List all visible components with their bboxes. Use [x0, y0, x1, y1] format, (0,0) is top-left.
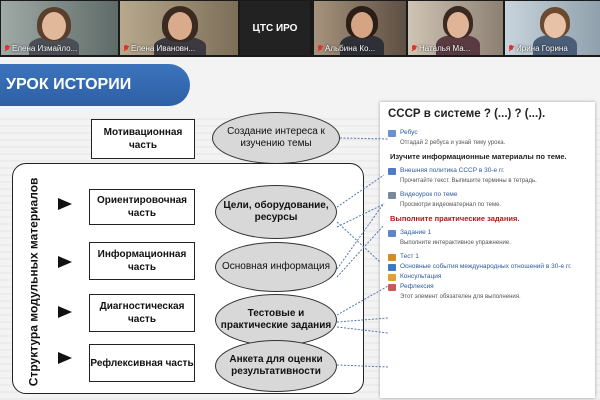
diagnostic-oval: Тестовые и практические задания	[215, 294, 337, 346]
participant-name: Елена Измайло...	[12, 44, 78, 53]
information-oval: Основная информация	[215, 242, 337, 292]
course-item-text: Этот элемент обязателен для выполнения.	[400, 294, 521, 300]
course-activity-link[interactable]: Внешняя политика СССР в 30-е гг.	[388, 166, 587, 176]
course-item-text: Просмотри видеоматериал по теме.	[400, 202, 502, 208]
test-icon	[388, 254, 396, 261]
information-part-box: Информационная часть	[89, 242, 195, 280]
arrow-right-icon	[58, 306, 72, 318]
course-item-text: Видеоурок по теме	[400, 191, 458, 198]
course-activity-link[interactable]: Задание 1	[388, 228, 587, 238]
course-item-text: Выполните практические задания.	[390, 214, 520, 223]
shared-slide: УРОК ИСТОРИИ Мотивационная часть Создани…	[0, 57, 600, 400]
events-icon	[388, 264, 396, 271]
motivation-part-box: Мотивационная часть	[91, 119, 195, 159]
activity-description: Этот элемент обязателен для выполнения.	[388, 292, 587, 302]
task-icon	[388, 230, 396, 237]
participant-tile[interactable]: Альбина Ко...	[314, 1, 406, 55]
vertical-structure-label: Структура модульных материалов	[26, 177, 41, 387]
diagnostic-part-box: Диагностическая часть	[89, 294, 195, 332]
participant-video	[505, 1, 600, 55]
participant-video	[1, 1, 118, 55]
course-item-text: Выполните интерактивное упражнение.	[400, 240, 511, 246]
course-activity-link[interactable]: Ребус	[388, 128, 587, 138]
muted-mic-icon	[508, 45, 514, 52]
course-activity-link[interactable]: Консультация	[388, 272, 587, 282]
consult-icon	[388, 274, 396, 281]
reflexive-oval: Анкета для оценки результативности	[215, 340, 337, 392]
course-activity-link[interactable]: Основные события международных отношений…	[388, 262, 587, 272]
course-item-text: Тест 1	[400, 253, 419, 260]
participant-tile[interactable]: Ирина Горина	[505, 1, 600, 55]
course-item-text: Рефлексия	[400, 283, 434, 290]
host-tile[interactable]: ЦТС ИРО	[240, 1, 310, 55]
course-activity-link[interactable]: Видеоурок по теме	[388, 190, 587, 200]
participant-tile[interactable]: Елена Измайло...	[1, 1, 118, 55]
course-item-text: Внешняя политика СССР в 30-е гг.	[400, 167, 505, 174]
course-item-text: Прочитайте текст. Выпишите термины в тет…	[400, 178, 537, 184]
participant-tile[interactable]: Елена Ивановн...	[120, 1, 238, 55]
motivation-oval: Создание интереса к изучению темы	[212, 112, 340, 164]
course-item-text: Изучите информационные материалы по теме…	[390, 152, 567, 161]
activity-description: Прочитайте текст. Выпишите термины в тет…	[388, 176, 587, 186]
participant-video	[408, 1, 503, 55]
arrow-right-icon	[58, 198, 72, 210]
arrow-right-icon	[58, 256, 72, 268]
section-heading: Выполните практические задания.	[388, 214, 587, 224]
arrow-right-icon	[58, 352, 72, 364]
puzzle-icon	[388, 130, 396, 137]
course-activity-link[interactable]: Рефлексия	[388, 282, 587, 292]
participant-name: Наталья Ма...	[419, 44, 471, 53]
muted-mic-icon	[411, 45, 417, 52]
participant-strip: Елена Измайло... Елена Ивановн... ЦТС ИР…	[0, 0, 600, 57]
reflection-icon	[388, 284, 396, 291]
slide-title: УРОК ИСТОРИИ	[0, 64, 190, 106]
reflexive-part-box: Рефлексивная часть	[89, 344, 195, 382]
participant-tile[interactable]: Наталья Ма...	[408, 1, 503, 55]
video-icon	[388, 192, 396, 199]
muted-mic-icon	[123, 45, 129, 52]
document-icon	[388, 168, 396, 175]
course-item-text: Отгадай 2 ребуса и узнай тему урока.	[400, 140, 506, 146]
activity-description: Выполните интерактивное упражнение.	[388, 238, 587, 248]
course-item-text: Основные события международных отношений…	[400, 263, 572, 270]
participant-video	[120, 1, 238, 55]
section-heading: Изучите информационные материалы по теме…	[388, 152, 587, 162]
muted-mic-icon	[4, 45, 10, 52]
course-activity-link[interactable]: Тест 1	[388, 252, 587, 262]
course-item-text: Консультация	[400, 273, 442, 280]
orientation-part-box: Ориентировочная часть	[89, 189, 195, 225]
course-item-text: Ребус	[400, 129, 418, 136]
host-label: ЦТС ИРО	[252, 22, 298, 34]
participant-video	[314, 1, 406, 55]
activity-description: Отгадай 2 ребуса и узнай тему урока.	[388, 138, 587, 148]
course-panel-title: СССР в системе ? (...) ? (...).	[388, 108, 546, 120]
orientation-oval: Цели, оборудование, ресурсы	[215, 185, 337, 239]
participant-name: Елена Ивановн...	[131, 44, 196, 53]
activity-description: Просмотри видеоматериал по теме.	[388, 200, 587, 210]
participant-name: Альбина Ко...	[325, 44, 376, 53]
participant-name: Ирина Горина	[516, 44, 568, 53]
muted-mic-icon	[317, 45, 323, 52]
course-item-text: Задание 1	[400, 229, 432, 236]
